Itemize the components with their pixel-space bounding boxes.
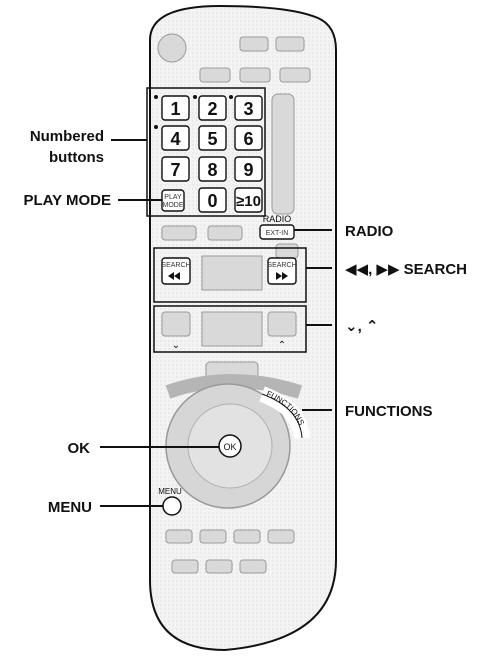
number-key-8[interactable]: 8 bbox=[198, 156, 227, 182]
number-keys: 1 2 3 4 5 6 7 8 bbox=[154, 95, 263, 213]
svg-text:3: 3 bbox=[243, 99, 253, 119]
top-button-1[interactable] bbox=[239, 36, 269, 52]
svg-text:SEARCH: SEARCH bbox=[161, 262, 190, 269]
svg-text:8: 8 bbox=[207, 160, 217, 180]
number-key-4[interactable]: 4 bbox=[154, 125, 190, 151]
power-button[interactable] bbox=[157, 33, 187, 63]
radio-ext-in-button[interactable]: RADIO EXT-IN bbox=[259, 214, 295, 240]
svg-text:1: 1 bbox=[170, 99, 180, 119]
label-search: ◀◀, ▶▶ SEARCH bbox=[345, 261, 467, 278]
directional-arc bbox=[165, 374, 303, 399]
skip-center-area bbox=[201, 311, 263, 347]
number-key-1[interactable]: 1 bbox=[154, 95, 190, 121]
bottom-button-3[interactable] bbox=[239, 559, 267, 574]
ok-button[interactable]: OK bbox=[218, 434, 242, 458]
row-button-1[interactable] bbox=[161, 225, 197, 241]
label-functions: FUNCTIONS bbox=[345, 403, 433, 420]
number-key-9[interactable]: 9 bbox=[234, 156, 263, 182]
skip-panel bbox=[153, 305, 307, 353]
label-numbered-buttons-2: buttons bbox=[49, 149, 104, 166]
svg-text:⌃: ⌃ bbox=[278, 340, 286, 351]
svg-text:5: 5 bbox=[207, 129, 217, 149]
svg-text:6: 6 bbox=[243, 129, 253, 149]
svg-text:MODE: MODE bbox=[163, 202, 184, 209]
color-button-4[interactable] bbox=[267, 529, 295, 544]
fast-forward-icon bbox=[276, 272, 288, 280]
svg-text:2: 2 bbox=[207, 99, 217, 119]
skip-up-button[interactable]: ⌃ bbox=[267, 311, 297, 351]
center-display-area bbox=[201, 255, 263, 291]
svg-text:4: 4 bbox=[170, 129, 180, 149]
top-row-button-2[interactable] bbox=[239, 67, 271, 83]
color-button-1[interactable] bbox=[165, 529, 193, 544]
bottom-button-2[interactable] bbox=[205, 559, 233, 574]
svg-text:9: 9 bbox=[243, 160, 253, 180]
label-numbered-buttons-1: Numbered bbox=[30, 128, 104, 145]
top-row-button-3[interactable] bbox=[279, 67, 311, 83]
number-key-3[interactable]: 3 bbox=[229, 95, 263, 121]
svg-text:RADIO: RADIO bbox=[263, 214, 292, 224]
top-row-button-1[interactable] bbox=[199, 67, 231, 83]
svg-text:≥10: ≥10 bbox=[236, 193, 261, 210]
play-mode-button[interactable]: PLAY MODE bbox=[161, 189, 185, 212]
label-menu: MENU bbox=[48, 499, 92, 516]
label-radio: RADIO bbox=[345, 223, 394, 240]
number-key-2[interactable]: 2 bbox=[193, 95, 227, 121]
number-key-5[interactable]: 5 bbox=[198, 125, 227, 151]
svg-text:⌄: ⌄ bbox=[172, 340, 180, 351]
search-forward-button[interactable]: SEARCH bbox=[267, 257, 297, 285]
number-key-0[interactable]: 0 bbox=[198, 187, 227, 213]
svg-text:PLAY: PLAY bbox=[164, 194, 182, 201]
svg-text:EXT-IN: EXT-IN bbox=[266, 230, 289, 237]
svg-text:SEARCH: SEARCH bbox=[267, 262, 296, 269]
svg-text:7: 7 bbox=[170, 160, 180, 180]
number-key-6[interactable]: 6 bbox=[234, 125, 263, 151]
color-button-3[interactable] bbox=[233, 529, 261, 544]
rewind-icon bbox=[168, 272, 180, 280]
label-ok: OK bbox=[68, 440, 91, 457]
label-up-down: ⌄, ⌃ bbox=[345, 318, 378, 335]
numbered-buttons-panel bbox=[146, 87, 266, 217]
volume-rocker[interactable] bbox=[271, 93, 295, 215]
svg-text:MENU: MENU bbox=[158, 487, 182, 496]
number-key-10-plus[interactable]: ≥10 bbox=[234, 187, 263, 213]
bottom-button-1[interactable] bbox=[171, 559, 199, 574]
search-back-button[interactable]: SEARCH bbox=[161, 257, 191, 285]
number-key-7[interactable]: 7 bbox=[161, 156, 190, 182]
svg-text:OK: OK bbox=[223, 442, 236, 452]
side-button-1[interactable] bbox=[275, 243, 299, 259]
skip-down-button[interactable]: ⌄ bbox=[161, 311, 191, 351]
search-panel bbox=[153, 247, 307, 303]
svg-text:0: 0 bbox=[207, 191, 217, 211]
label-play-mode: PLAY MODE bbox=[23, 192, 111, 209]
row-button-2[interactable] bbox=[207, 225, 243, 241]
top-button-2[interactable] bbox=[275, 36, 305, 52]
color-button-2[interactable] bbox=[199, 529, 227, 544]
